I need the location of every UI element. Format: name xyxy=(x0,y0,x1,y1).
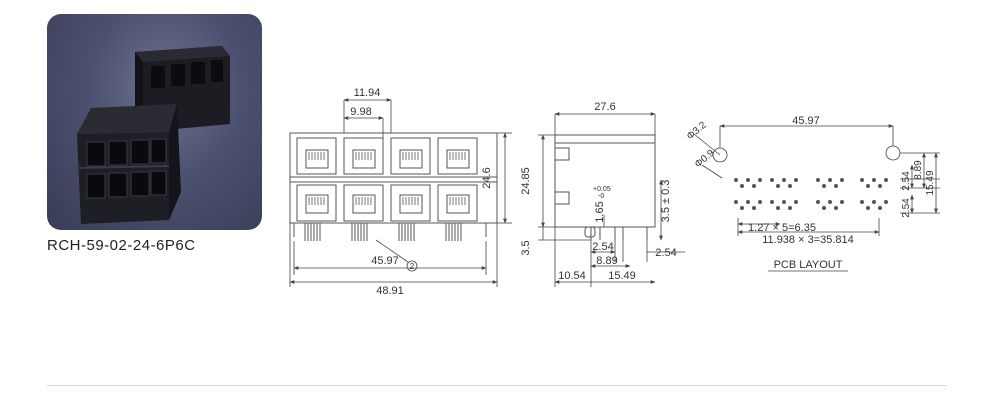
dim-post-height-label: 1.65 xyxy=(594,201,606,222)
pcb-width-label: 45.97 xyxy=(792,115,820,127)
port-contacts xyxy=(308,152,466,205)
port-pitch-label: 11.938 × 3=35.814 xyxy=(762,234,854,246)
tolerance-upper: +0.05 xyxy=(593,186,611,193)
port-row-top xyxy=(296,137,478,175)
front-body-outline xyxy=(289,132,498,224)
part-number-label: RCH-59-02-24-6P6C xyxy=(47,237,196,254)
pcb-group-3 xyxy=(816,178,844,210)
dim-port-label: 9.98 xyxy=(350,106,371,118)
front-pins xyxy=(293,223,487,241)
dim-height-label: 24.6 xyxy=(481,167,493,188)
dim-total-width-label: 48.91 xyxy=(376,285,404,297)
hole-large-label: Φ3.2 xyxy=(685,120,709,143)
pcb-row-b-label: 8.89 xyxy=(913,160,924,180)
connector-image xyxy=(76,46,230,224)
dim-pin-span-label: 45.97 xyxy=(371,255,399,267)
dim-pin-height-label: 3.5 xyxy=(520,240,532,255)
pin-pitch-label: 1.27 × 5=6.35 xyxy=(748,222,816,234)
front-connector xyxy=(76,104,181,224)
pcb-pin-grid xyxy=(734,178,888,210)
product-photo xyxy=(47,14,262,230)
dim-pitch-a-label: 2.54 xyxy=(592,241,613,253)
footer-divider xyxy=(47,385,947,386)
dim-pin-length-label: 3.5 ± 0.3 xyxy=(660,180,672,223)
pcb-row-c-label: 15.49 xyxy=(925,170,936,195)
mount-hole-left xyxy=(712,147,728,163)
pcb-layout-title: PCB LAYOUT xyxy=(774,259,843,271)
pcb-group-2 xyxy=(770,178,798,210)
dim-offset-a-label: 8.89 xyxy=(596,255,617,267)
dim-offset-b-label: 10.54 xyxy=(558,270,586,282)
dim-pitch-b-label: 2.54 xyxy=(655,247,676,259)
callout-number: 2 xyxy=(410,262,415,271)
pcb-group-1 xyxy=(734,178,762,210)
port-row-bottom xyxy=(296,184,478,222)
side-view xyxy=(554,134,656,240)
dim-offset-c-label: 15.49 xyxy=(608,270,636,282)
dim-pitch-label: 11.94 xyxy=(354,87,381,99)
side-body-outline xyxy=(554,134,656,228)
dim-body-height-label: 24.85 xyxy=(520,167,532,195)
side-dimensions xyxy=(538,112,685,287)
front-view xyxy=(289,132,498,241)
mount-hole-right xyxy=(885,145,901,161)
dim-depth-label: 27.6 xyxy=(594,101,615,113)
pcb-row-d-label: 2.54 xyxy=(901,198,912,218)
pcb-group-4 xyxy=(860,178,888,210)
pcb-row-a-label: 2.54 xyxy=(901,171,912,191)
front-dimensions xyxy=(289,98,512,287)
pcb-layout xyxy=(693,124,940,236)
tolerance-lower: -0 xyxy=(598,193,604,200)
